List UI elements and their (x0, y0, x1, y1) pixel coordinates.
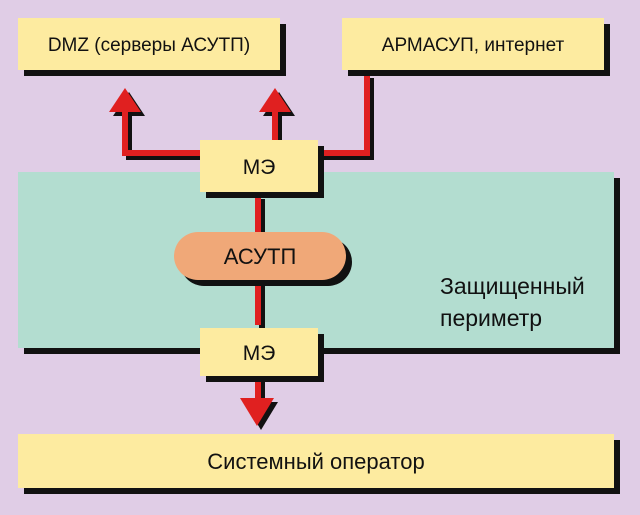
armasup-box (342, 18, 604, 70)
arrow-dmz-right-head (259, 88, 291, 112)
arrow-dmz-right-shaft-shadow (276, 114, 282, 150)
link-left-horizontal-shadow (126, 154, 204, 160)
dmz-label: DMZ (серверы АСУТП) (48, 35, 250, 56)
system-operator-label: Системный оператор (207, 449, 424, 474)
arrow-operator-shaft (255, 366, 261, 402)
firewall-top-box (200, 140, 318, 192)
link-left-horizontal (122, 150, 200, 156)
asutp-node: АСУТП (174, 232, 352, 286)
dmz-box (18, 18, 280, 70)
system-operator-box (18, 434, 614, 488)
link-right-horizontal-shadow (322, 154, 374, 160)
asutp-label: АСУТП (224, 244, 297, 269)
link-armasup-vertical-shadow (368, 78, 374, 160)
system-operator-node: Системный оператор (18, 434, 620, 494)
arrow-operator-shaft-shadow (259, 370, 265, 406)
armasup-label: АРМАСУП, интернет (382, 35, 565, 56)
asutp-pill (174, 232, 346, 280)
firewall-top-label: МЭ (243, 156, 276, 179)
firewall-bottom-node: МЭ (200, 328, 324, 382)
link-armasup-vertical (364, 74, 370, 156)
firewall-top-node: МЭ (200, 140, 324, 198)
arrow-dmz-left-shaft-shadow (126, 114, 132, 160)
armasup-node: АРМАСУП, интернет (342, 18, 610, 76)
firewall-bottom-box (200, 328, 318, 376)
arrow-dmz-right-shaft (272, 110, 278, 146)
arrow-operator-head (240, 398, 274, 426)
dmz-node: DMZ (серверы АСУТП) (18, 18, 286, 76)
link-right-horizontal (318, 150, 370, 156)
arrow-dmz-left-shaft (122, 110, 128, 156)
arrow-dmz-left-head (109, 88, 141, 112)
perimeter-label-line2: периметр (440, 305, 542, 331)
firewall-bottom-label: МЭ (243, 342, 276, 365)
perimeter-label-line1: Защищенный (440, 273, 585, 299)
